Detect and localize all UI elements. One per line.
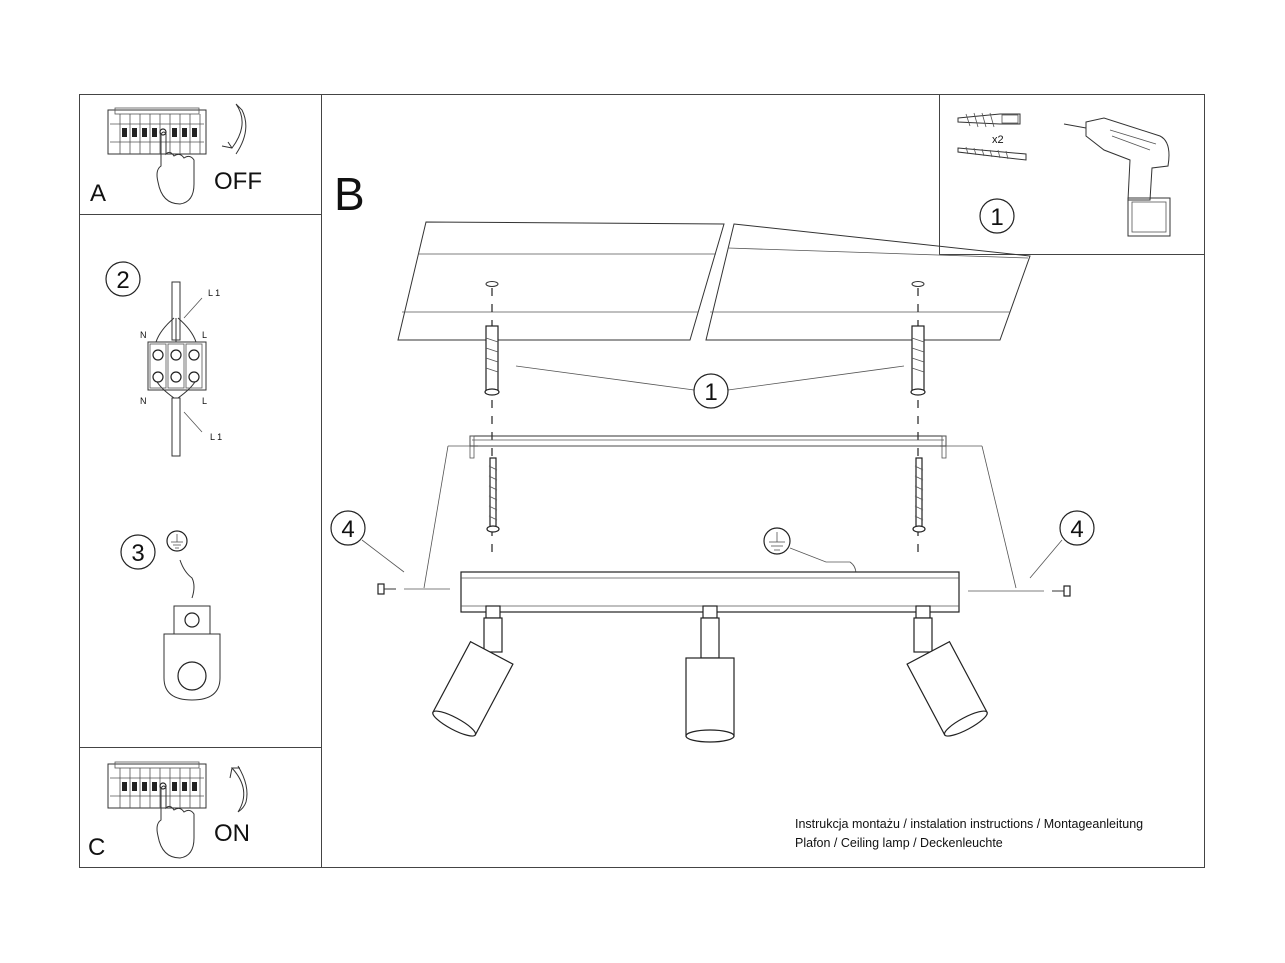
step-1-mount-number: 1 bbox=[704, 379, 717, 406]
set-screw-left bbox=[377, 583, 450, 595]
step-4-right-badge bbox=[1059, 510, 1095, 546]
product-type: Plafon / Ceiling lamp / Deckenleuchte bbox=[795, 836, 1003, 850]
perspective-line-left bbox=[423, 445, 449, 589]
ground-symbol-icon bbox=[166, 530, 188, 552]
panel-b: B 1 bbox=[330, 168, 1095, 743]
hand-icon bbox=[156, 785, 195, 859]
spotlight-left bbox=[432, 605, 514, 737]
sheet-border bbox=[79, 94, 1205, 868]
step-4-right-number: 4 bbox=[1070, 516, 1083, 543]
callout-1-leader-right bbox=[727, 365, 905, 391]
wall-plug-right bbox=[910, 325, 926, 396]
wiring-step: 2 L 1 N L N L L 1 bbox=[105, 261, 222, 457]
step-2-badge bbox=[105, 261, 141, 297]
step-3-number: 3 bbox=[131, 540, 144, 567]
wire-label-l1-top: L 1 bbox=[208, 288, 220, 298]
ground-symbol-icon bbox=[763, 527, 791, 555]
ground-step: 3 bbox=[120, 530, 221, 701]
panel-c: C ON bbox=[88, 761, 250, 861]
terminal-block-icon bbox=[147, 281, 207, 457]
wire-label-l-bottom: L bbox=[202, 396, 207, 406]
callout-4-left-leader bbox=[361, 539, 405, 573]
step-1-tools-number: 1 bbox=[990, 204, 1003, 231]
arrow-up-icon bbox=[229, 765, 248, 813]
arrow-down-icon bbox=[221, 103, 247, 155]
screw-icon bbox=[957, 146, 1027, 161]
wire-label-l-top: L bbox=[202, 330, 207, 340]
panel-b-letter: B bbox=[334, 168, 365, 220]
off-label: OFF bbox=[214, 168, 262, 195]
step-1-tools-badge bbox=[979, 198, 1015, 234]
on-label: ON bbox=[214, 820, 250, 847]
step-4-left-badge bbox=[330, 510, 366, 546]
step-3-badge bbox=[120, 534, 156, 570]
wall-plug-left bbox=[484, 325, 500, 396]
ground-terminal-icon bbox=[163, 605, 221, 701]
hand-icon bbox=[156, 131, 195, 205]
breaker-panel-icon bbox=[107, 107, 207, 155]
mounting-screw-left bbox=[486, 457, 500, 533]
ground-wire-icon bbox=[179, 559, 195, 599]
panel-a-letter: A bbox=[90, 180, 106, 207]
perspective-line-right bbox=[981, 445, 1017, 589]
lamp-base-bar bbox=[460, 571, 960, 613]
wire-label-l1-bottom: L 1 bbox=[210, 432, 222, 442]
tools-quantity: x2 bbox=[992, 134, 1004, 146]
callout-1-leader-left bbox=[515, 365, 695, 391]
panel-c-letter: C bbox=[88, 834, 105, 861]
step-2-number: 2 bbox=[116, 267, 129, 294]
drill-icon bbox=[1063, 117, 1171, 237]
step-1-mount-badge bbox=[693, 373, 729, 409]
set-screw-right bbox=[968, 585, 1071, 597]
panel-a: A OFF bbox=[90, 103, 262, 207]
tools-box: x2 1 bbox=[957, 112, 1171, 237]
wall-plug-icon bbox=[957, 112, 1021, 128]
spotlight-center bbox=[685, 605, 735, 743]
instructions-title: Instrukcja montażu / instalation instruc… bbox=[795, 817, 1144, 831]
drill-hole-right bbox=[911, 281, 925, 287]
wire-label-n-bottom: N bbox=[140, 396, 147, 406]
mounting-screw-right bbox=[912, 457, 926, 533]
ceiling-panel-right bbox=[705, 223, 1031, 341]
drill-hole-left bbox=[485, 281, 499, 287]
breaker-panel-icon bbox=[107, 761, 207, 809]
wire-label-n-top: N bbox=[140, 330, 147, 340]
spotlight-right bbox=[906, 605, 988, 737]
step-4-left-number: 4 bbox=[341, 516, 354, 543]
ceiling-panel-left bbox=[397, 221, 725, 341]
callout-4-right-leader bbox=[1029, 539, 1063, 579]
